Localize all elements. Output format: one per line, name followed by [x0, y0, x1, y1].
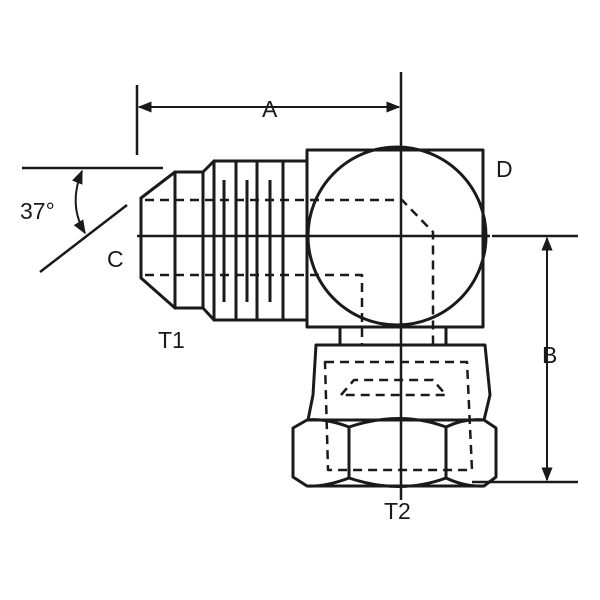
nut-hidden-lines	[323, 360, 474, 472]
angle-label: 37°	[20, 198, 55, 224]
thread-2-label: T2	[384, 498, 411, 524]
thread-1-label: T1	[158, 327, 185, 353]
swivel-stem	[338, 325, 448, 347]
bore-hidden-lines	[145, 198, 435, 345]
thread-shoulder	[201, 159, 216, 322]
nose-band	[173, 170, 205, 310]
angle-flare-line	[39, 204, 128, 273]
thread-section	[212, 159, 309, 322]
swivel-nut-upper	[306, 343, 492, 422]
body-circle	[306, 145, 488, 327]
hex-flats	[306, 417, 485, 488]
hex-nut	[291, 418, 498, 488]
dim-a-label: A	[262, 96, 278, 122]
angle-arc-arrow	[72, 169, 86, 235]
dim-d-label: D	[496, 156, 513, 182]
thread-lines	[222, 161, 285, 320]
dim-b-label: B	[542, 342, 558, 368]
dim-c-label: C	[107, 246, 124, 272]
flare-nose	[139, 170, 177, 310]
